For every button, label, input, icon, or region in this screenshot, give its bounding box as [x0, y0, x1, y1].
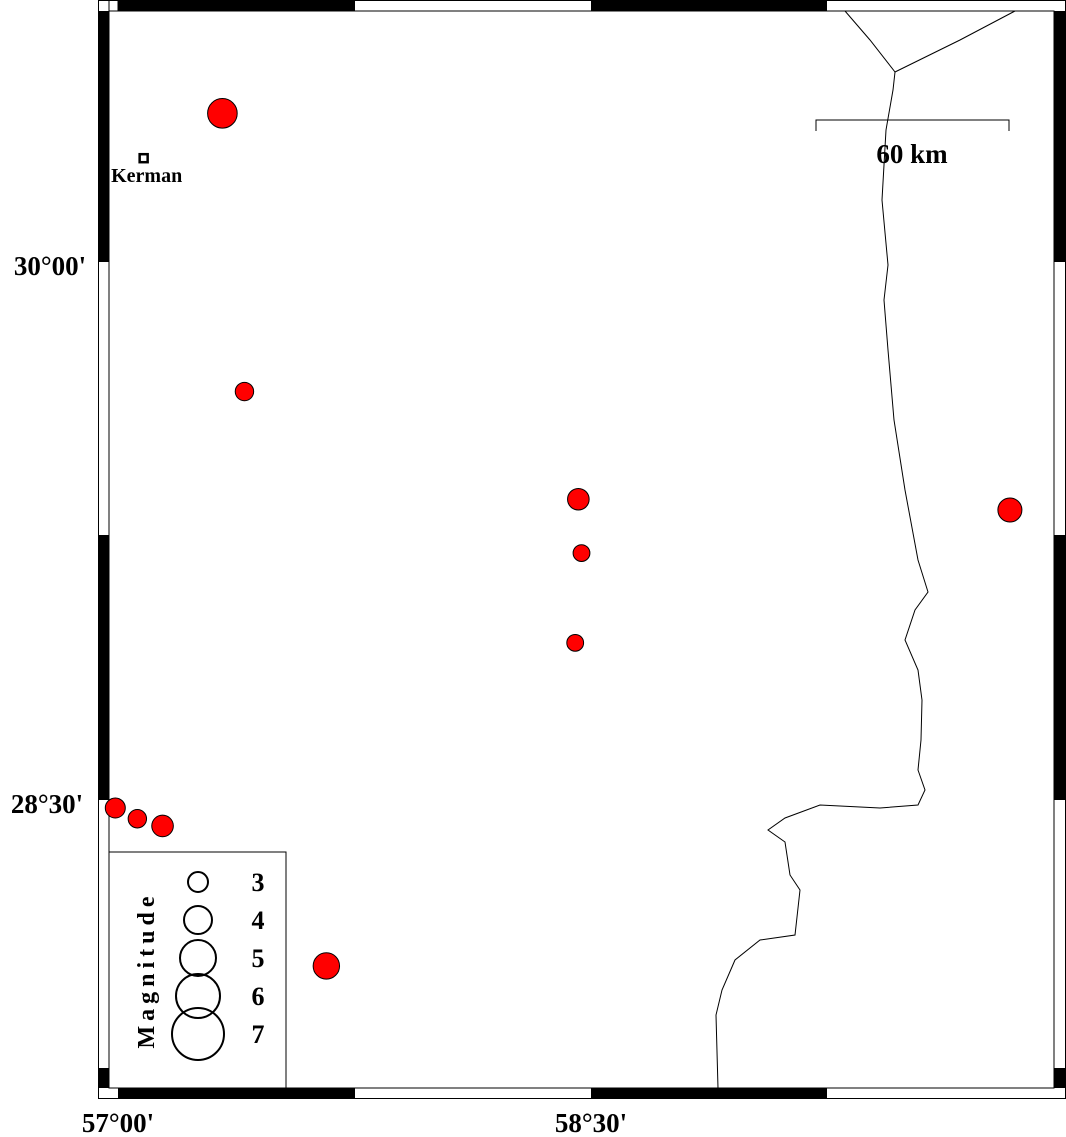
city-square-icon — [138, 152, 149, 164]
earthquake-event-1 — [207, 98, 238, 129]
scale-bar: 60 km — [815, 119, 1010, 169]
legend-circle-5 — [179, 939, 217, 977]
legend-title: Magnitude — [134, 891, 160, 1048]
lat-label-30: 30°00' — [14, 251, 86, 281]
earthquake-event-10 — [312, 952, 341, 980]
lon-label-57: 57°00' — [82, 1108, 154, 1137]
earthquake-event-2 — [234, 381, 255, 402]
earthquake-event-5 — [566, 633, 585, 652]
events-layer — [104, 98, 1023, 980]
legend: Magnitude 3 4 5 6 7 — [108, 851, 287, 1089]
legend-label-7: 7 — [252, 1020, 265, 1049]
city-kerman: Kerman — [111, 152, 182, 187]
earthquake-event-4 — [572, 544, 591, 562]
legend-circle-3 — [187, 871, 209, 893]
lat-label-2830: 28°30' — [11, 789, 83, 819]
earthquake-event-9 — [151, 814, 174, 838]
earthquake-event-7 — [104, 797, 126, 819]
border-line — [715, 10, 929, 1089]
legend-circle-6 — [175, 973, 221, 1019]
legend-circle-4 — [183, 905, 213, 935]
legend-label-6: 6 — [252, 982, 265, 1011]
border-line-branch — [894, 10, 1016, 73]
legend-label-4: 4 — [252, 906, 265, 935]
legend-label-3: 3 — [252, 868, 265, 897]
lon-label-5830: 58°30' — [555, 1108, 627, 1137]
earthquake-event-3 — [567, 487, 590, 511]
scale-bar-label: 60 km — [876, 139, 948, 169]
earthquake-event-6 — [997, 497, 1023, 523]
city-label: Kerman — [111, 165, 182, 187]
legend-circle-7 — [171, 1007, 225, 1061]
legend-label-5: 5 — [252, 944, 265, 973]
earthquake-event-8 — [127, 809, 148, 829]
